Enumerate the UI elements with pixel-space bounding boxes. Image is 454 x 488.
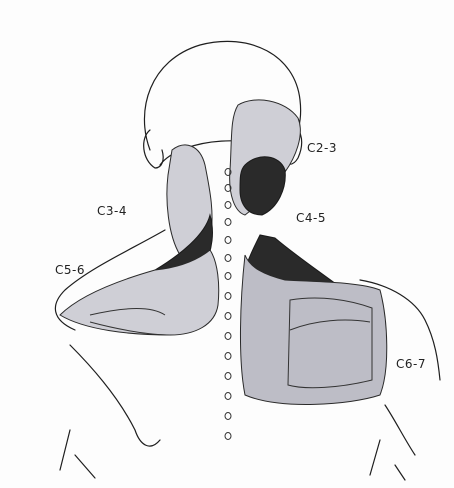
right-arm-outline (385, 405, 415, 455)
vertebra-marker (225, 333, 231, 340)
left-arm-outline (70, 345, 160, 446)
zone-c2-3-dark (240, 157, 285, 215)
label-c3-4: C3-4 (97, 204, 127, 218)
vertebra-marker (225, 237, 231, 244)
spine-markers (225, 169, 231, 440)
left-ear-outline (144, 130, 163, 168)
vertebra-marker (225, 353, 231, 360)
vertebra-marker (225, 255, 231, 262)
vertebra-marker (225, 373, 231, 380)
vertebra-marker (225, 413, 231, 420)
label-c4-5: C4-5 (296, 211, 326, 225)
vertebra-marker (225, 393, 231, 400)
vertebra-marker (225, 293, 231, 300)
vertebra-marker (225, 313, 231, 320)
label-c6-7: C6-7 (396, 357, 426, 371)
label-c5-6: C5-6 (55, 263, 85, 277)
vertebra-marker (225, 273, 231, 280)
vertebra-marker (225, 219, 231, 226)
vertebra-marker (225, 433, 231, 440)
right-lower-outline (370, 440, 405, 480)
vertebra-marker (225, 202, 231, 209)
label-c2-3: C2-3 (307, 141, 337, 155)
left-lower-outline (60, 430, 95, 478)
